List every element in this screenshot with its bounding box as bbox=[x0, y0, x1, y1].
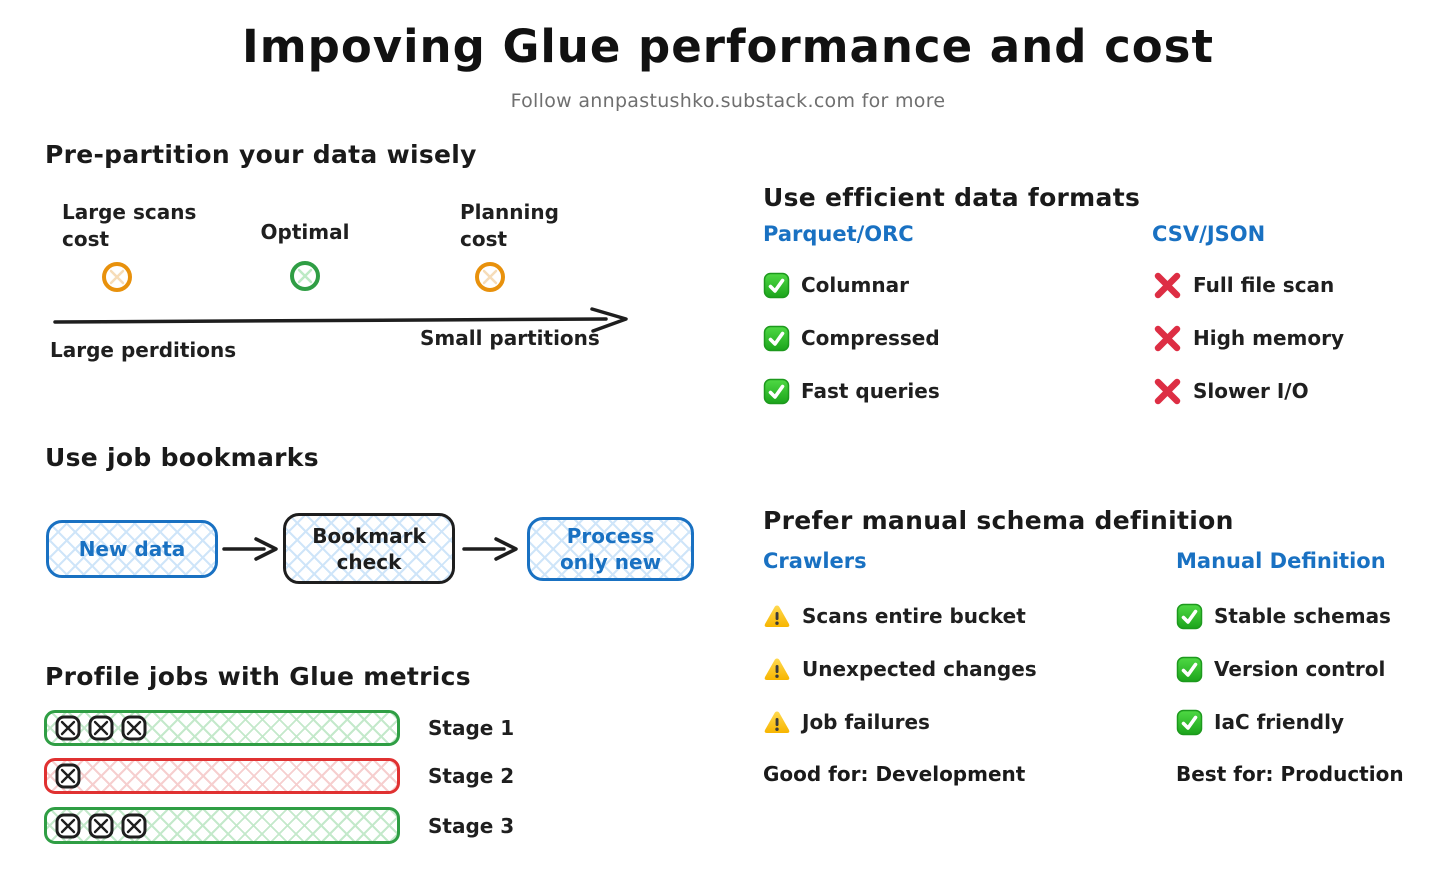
axis-arrow-right-icon bbox=[50, 304, 635, 336]
check-icon bbox=[763, 378, 790, 405]
task-boxes bbox=[88, 715, 114, 741]
axis-right-label: Small partitions bbox=[420, 326, 600, 350]
task-box-icon bbox=[55, 813, 81, 838]
format-con-row: High memory bbox=[1153, 323, 1344, 353]
task-box-icon bbox=[88, 715, 114, 741]
stage-label: Stage 3 bbox=[428, 814, 515, 838]
flow-node-bookmark-check: Bookmark check bbox=[283, 513, 455, 584]
format-pro-text: Columnar bbox=[801, 273, 909, 297]
orange-circle-icon bbox=[100, 260, 134, 294]
task-boxes bbox=[121, 715, 147, 741]
schema-right-footer: Best for: Production bbox=[1176, 762, 1404, 786]
flow-node-new-data: New data bbox=[46, 520, 218, 578]
schema-pro-text: Stable schemas bbox=[1214, 604, 1391, 628]
formats-left-column-title: Parquet/ORC bbox=[763, 222, 914, 246]
warning-icon bbox=[763, 709, 791, 735]
stage-bar-3 bbox=[44, 807, 400, 844]
schema-warning-text: Job failures bbox=[802, 710, 930, 734]
task-boxes bbox=[55, 715, 81, 741]
schema-pro-row: Version control bbox=[1176, 654, 1385, 684]
stage-label: Stage 2 bbox=[428, 764, 515, 788]
formats-right-column-title: CSV/JSON bbox=[1152, 222, 1266, 246]
task-box-icon bbox=[121, 715, 147, 741]
check-icon bbox=[1176, 656, 1203, 683]
format-con-text: Full file scan bbox=[1193, 273, 1335, 297]
marker-label-large-scans: Large scans cost bbox=[62, 200, 197, 251]
format-pro-row: Fast queries bbox=[763, 376, 940, 406]
marker-label-optimal: Optimal bbox=[260, 220, 350, 244]
check-icon bbox=[763, 325, 790, 352]
task-boxes bbox=[121, 813, 147, 839]
format-pro-row: Columnar bbox=[763, 270, 909, 300]
format-pro-text: Compressed bbox=[801, 326, 940, 350]
task-boxes bbox=[55, 763, 81, 789]
check-icon bbox=[763, 272, 790, 299]
check-icon bbox=[1176, 603, 1203, 630]
orange-circle-icon bbox=[473, 260, 507, 294]
schema-warning-row: Scans entire bucket bbox=[763, 601, 1026, 631]
schema-warning-text: Unexpected changes bbox=[802, 657, 1037, 681]
format-pro-row: Compressed bbox=[763, 323, 940, 353]
task-box-icon bbox=[55, 715, 81, 741]
flow-arrow-icon bbox=[222, 536, 282, 562]
schema-pro-row: IaC friendly bbox=[1176, 707, 1344, 737]
formats-section-heading: Use efficient data formats bbox=[763, 183, 1141, 212]
format-con-row: Slower I/O bbox=[1153, 376, 1309, 406]
schema-right-column-title: Manual Definition bbox=[1176, 549, 1386, 573]
flow-node-label: Bookmark check bbox=[312, 523, 426, 574]
schema-section-heading: Prefer manual schema definition bbox=[763, 506, 1234, 535]
stage-label: Stage 1 bbox=[428, 716, 515, 740]
flow-arrow-icon bbox=[462, 536, 522, 562]
format-con-text: Slower I/O bbox=[1193, 379, 1309, 403]
schema-left-footer: Good for: Development bbox=[763, 762, 1026, 786]
metrics-section-heading: Profile jobs with Glue metrics bbox=[45, 662, 471, 691]
flow-node-label: Process only new bbox=[559, 524, 662, 574]
schema-warning-row: Unexpected changes bbox=[763, 654, 1037, 684]
flow-node-process-only-new: Process only new bbox=[527, 517, 694, 581]
task-box-icon bbox=[88, 813, 114, 838]
task-boxes bbox=[55, 813, 81, 839]
schema-warning-row: Job failures bbox=[763, 707, 930, 737]
stage-bar-1 bbox=[44, 710, 400, 746]
task-box-icon bbox=[55, 763, 81, 789]
task-box-icon bbox=[121, 813, 147, 838]
format-con-text: High memory bbox=[1193, 326, 1344, 350]
green-circle-icon bbox=[288, 259, 322, 293]
partition-section-heading: Pre-partition your data wisely bbox=[45, 140, 477, 169]
stage-bar-2 bbox=[44, 758, 400, 794]
check-icon bbox=[1176, 709, 1203, 736]
schema-warning-text: Scans entire bucket bbox=[802, 604, 1026, 628]
axis-left-label: Large perditions bbox=[50, 338, 237, 362]
marker-label-planning: Planning cost bbox=[460, 200, 559, 251]
cross-icon bbox=[1153, 325, 1182, 352]
warning-icon bbox=[763, 656, 791, 682]
page-subtitle: Follow annpastushko.substack.com for mor… bbox=[510, 90, 946, 112]
flow-node-label: New data bbox=[78, 537, 186, 561]
warning-icon bbox=[763, 603, 791, 629]
format-con-row: Full file scan bbox=[1153, 270, 1334, 300]
page-title: Impoving Glue performance and cost bbox=[242, 20, 1214, 73]
cross-icon bbox=[1153, 378, 1182, 405]
schema-pro-row: Stable schemas bbox=[1176, 601, 1391, 631]
schema-pro-text: IaC friendly bbox=[1214, 710, 1345, 734]
task-boxes bbox=[88, 813, 114, 839]
bookmarks-section-heading: Use job bookmarks bbox=[45, 443, 319, 472]
cross-icon bbox=[1153, 272, 1182, 299]
schema-pro-text: Version control bbox=[1214, 657, 1386, 681]
schema-left-column-title: Crawlers bbox=[763, 549, 867, 573]
format-pro-text: Fast queries bbox=[801, 379, 940, 403]
